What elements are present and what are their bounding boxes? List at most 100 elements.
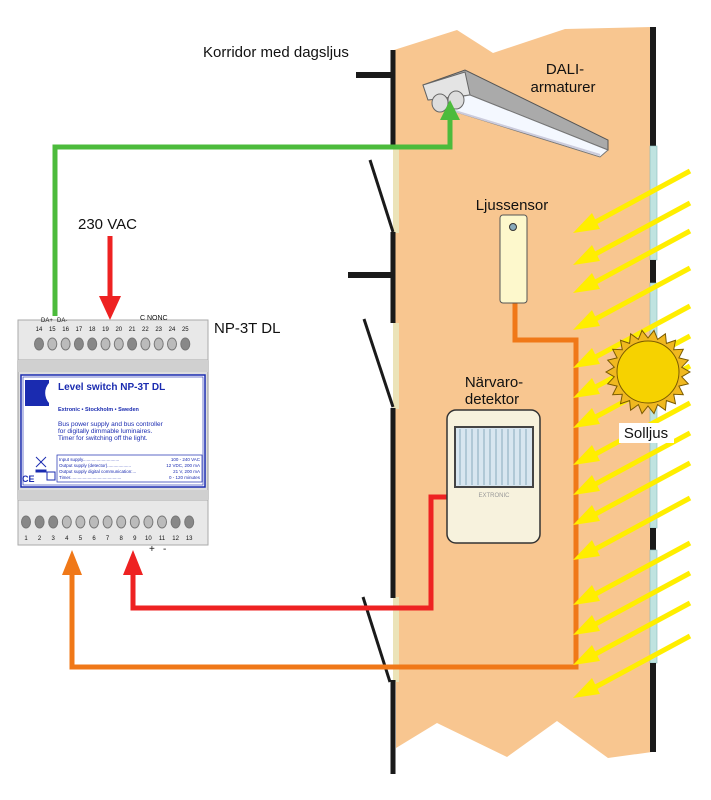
dali-label-2: armaturer [530, 79, 595, 96]
da-plus-label: DA+ [41, 318, 53, 324]
presence-label-2: detektor [465, 391, 519, 408]
left-wall [348, 50, 396, 774]
terminal-screw[interactable] [102, 515, 113, 529]
presence-detector: EXTRONIC [446, 409, 541, 544]
door-openings [393, 145, 399, 682]
red-arrowhead [123, 550, 143, 575]
top-terminal-number: 18 [89, 327, 96, 333]
terminal-screw[interactable] [47, 337, 58, 351]
presence-label-1: Närvaro- [465, 374, 523, 391]
extronic-logo-icon [25, 380, 49, 406]
sun-ray-arrow [573, 633, 692, 698]
top-terminal-number: 21 [129, 327, 136, 333]
bottom-terminal-number: 12 [172, 536, 179, 542]
terminal-screw[interactable] [34, 515, 45, 529]
terminal-screw[interactable] [34, 337, 44, 351]
ce-mark: CE [22, 474, 35, 484]
bottom-terminal-number: 13 [186, 536, 193, 542]
terminal-screw[interactable] [153, 337, 164, 351]
sun-icon [605, 329, 691, 415]
sun-ray-arrow [573, 228, 692, 293]
light-sensor [499, 214, 528, 304]
sun-ray-arrow [573, 495, 692, 560]
corridor-label: Korridor med dagsljus [203, 44, 349, 61]
level-switch-device: Level switch NP-3T DL Extronic • Stockho… [17, 315, 209, 555]
bottom-terminal-number: 10 [145, 536, 152, 542]
terminal-screw[interactable] [60, 337, 71, 351]
terminal-screw[interactable] [87, 337, 98, 351]
terminal-screw[interactable] [143, 515, 154, 529]
doors [361, 159, 395, 683]
description-line-1: Bus power supply and bus controller [58, 421, 164, 428]
terminal-screw[interactable] [73, 337, 84, 351]
plus-label: + [149, 544, 155, 555]
terminal-screw[interactable] [113, 337, 124, 351]
terminal-screw[interactable] [61, 515, 72, 529]
top-terminal-number: 16 [62, 327, 69, 333]
sun-ray-arrow [573, 200, 692, 265]
terminal-screw[interactable] [167, 337, 177, 351]
da-minus-label: DA- [57, 318, 67, 324]
sunlight-label: Solljus [624, 425, 668, 442]
terminal-screw[interactable] [89, 515, 99, 529]
description-line-3: Timer for switching off the light. [58, 435, 148, 442]
spec-label: Output supply digital communication:... [59, 469, 136, 474]
minus-label: - [163, 544, 166, 555]
bottom-terminal-number: 9 [133, 536, 137, 542]
terminal-screw[interactable] [170, 515, 181, 529]
green-arrowhead [440, 100, 460, 120]
terminal-screw[interactable] [140, 337, 151, 351]
bottom-terminal-number: 8 [120, 536, 124, 542]
terminal-screw[interactable] [75, 515, 86, 529]
bottom-terminal-number: 2 [38, 536, 42, 542]
terminal-screw[interactable] [127, 337, 138, 351]
sun-ray-arrow [573, 540, 692, 605]
top-terminal-number: 17 [76, 327, 83, 333]
spec-label: Timer...................................… [59, 475, 121, 480]
top-terminal-number: 25 [182, 327, 189, 333]
light-sensor-wire [69, 303, 579, 670]
top-terminal-number: 19 [102, 327, 109, 333]
terminal-screw[interactable] [116, 515, 127, 529]
weee-bin-icon [35, 456, 47, 473]
spec-value: 21 V, 200 mA [173, 469, 200, 474]
bottom-terminal-number: 6 [92, 536, 96, 542]
terminal-screw[interactable] [184, 515, 195, 529]
top-terminal-number: 20 [115, 327, 122, 333]
sun-ray-arrow [573, 168, 692, 233]
terminal-screw[interactable] [129, 515, 140, 529]
terminal-screw[interactable] [100, 337, 111, 351]
company-line: Extronic • Stockholm • Sweden [58, 407, 140, 413]
detector-brand: EXTRONIC [478, 493, 510, 499]
light-sensor-label: Ljussensor [476, 197, 549, 214]
description-line-2: for digitally dimmable luminaires. [58, 428, 152, 435]
spec-value: 100 - 240 VAC [171, 457, 201, 462]
relay-labels: C NONC [140, 315, 168, 322]
dali-bus-wire [52, 118, 453, 316]
bottom-terminal-number: 4 [65, 536, 69, 542]
bottom-terminal-number: 5 [79, 536, 83, 542]
orange-arrowhead [62, 550, 82, 575]
bottom-terminal-number: 7 [106, 536, 110, 542]
double-insulation-icon [46, 471, 56, 481]
sun-ray-arrow [573, 600, 692, 665]
terminal-screw[interactable] [180, 337, 191, 351]
panel-title: Level switch NP-3T DL [58, 382, 165, 393]
top-terminal-number: 14 [36, 327, 43, 333]
terminal-screw[interactable] [157, 515, 167, 529]
top-terminal-number: 22 [142, 327, 149, 333]
bottom-terminal-number: 11 [159, 536, 166, 542]
terminal-screw[interactable] [48, 515, 59, 529]
dali-luminaire-icon [422, 69, 609, 158]
spec-label: Output supply (detector)................… [59, 463, 131, 468]
spec-value: 12 VDC, 200 mA [166, 463, 200, 468]
sunlight-rays [573, 168, 692, 698]
terminal-screw[interactable] [21, 515, 31, 529]
mains-label: 230 VAC [78, 216, 137, 233]
sunlight-label-bg [619, 423, 674, 443]
spec-value: 0 - 120 minutes [169, 475, 201, 480]
bottom-terminal-number: 3 [52, 536, 56, 542]
mains-arrowhead [99, 296, 121, 320]
bottom-terminal-number: 1 [24, 536, 28, 542]
